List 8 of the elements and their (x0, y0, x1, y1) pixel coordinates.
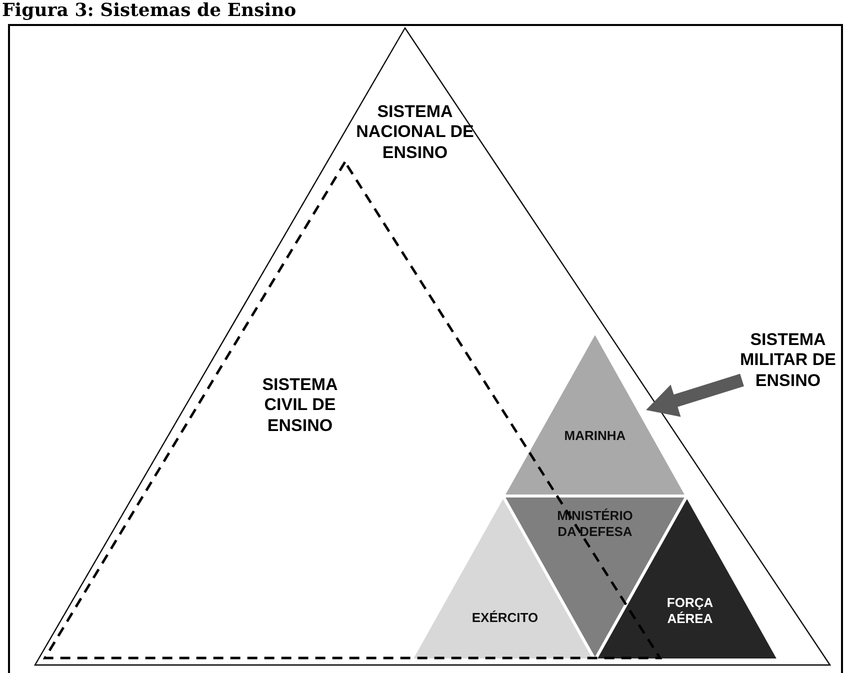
region-label: MARINHA (563, 428, 627, 444)
region-label: EXÉRCITO (470, 610, 540, 626)
region-label: FORÇA AÉREA (666, 595, 714, 626)
region-label: SISTEMA MILITAR DE ENSINO (738, 330, 837, 392)
region-label: SISTEMA NACIONAL DE ENSINO (355, 102, 475, 164)
block-arrow (646, 374, 744, 417)
region-label: SISTEMA CIVIL DE ENSINO (261, 375, 339, 436)
figure-title: Figura 3: Sistemas de Ensino (2, 0, 296, 21)
